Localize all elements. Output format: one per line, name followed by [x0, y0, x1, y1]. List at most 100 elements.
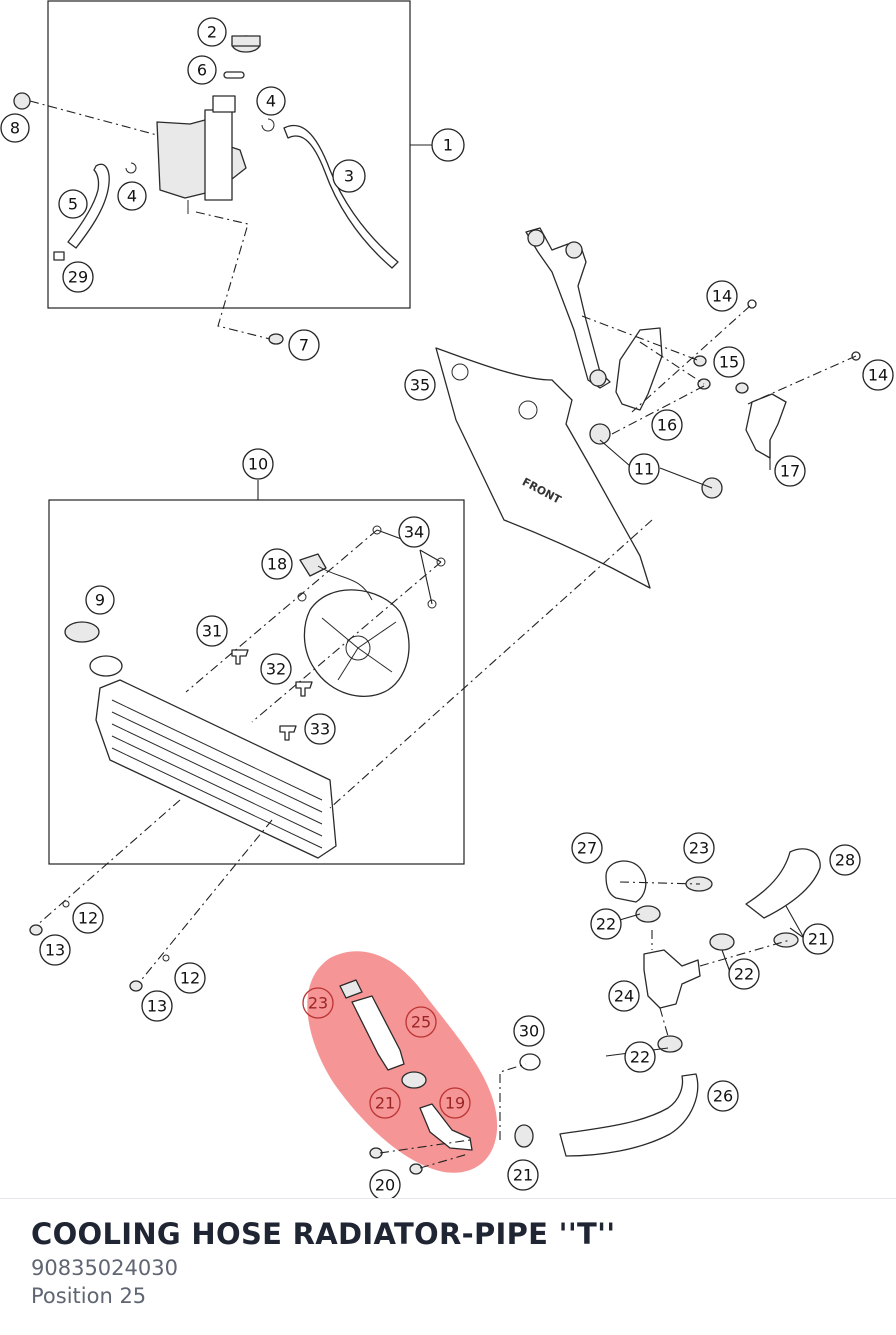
hose-28[interactable]: [745, 848, 821, 919]
callout-14-upper[interactable]: 14: [706, 280, 738, 312]
svg-text:6: 6: [197, 61, 207, 80]
washer-34a[interactable]: [372, 525, 382, 535]
callout-22-mid[interactable]: 22: [728, 958, 760, 990]
fan-screw-32[interactable]: [295, 681, 313, 697]
mounting-bracket-plate[interactable]: [615, 327, 663, 411]
callout-31[interactable]: 31: [196, 615, 228, 647]
bolt-13a[interactable]: [29, 924, 43, 936]
callout-16[interactable]: 16: [651, 409, 683, 441]
callout-30[interactable]: 30: [513, 1015, 545, 1047]
washer-12a[interactable]: [62, 900, 70, 908]
callout-21-upper[interactable]: 21: [802, 923, 834, 955]
expansion-tank[interactable]: [156, 95, 247, 214]
callout-12-lower[interactable]: 12: [174, 962, 206, 994]
callout-13-upper[interactable]: 13: [39, 934, 71, 966]
callout-33[interactable]: 33: [304, 713, 336, 745]
tank-seal[interactable]: [223, 71, 245, 79]
fan-connector[interactable]: [299, 553, 327, 577]
clamp-21-lower[interactable]: [514, 1124, 534, 1148]
t-pipe-24[interactable]: [643, 949, 701, 1009]
radiator-filler-neck[interactable]: [89, 655, 123, 677]
clamp-23-lower[interactable]: [339, 979, 363, 999]
svg-text:27: 27: [577, 839, 597, 858]
cooling-hose-25[interactable]: [351, 995, 405, 1071]
callout-25-highlight[interactable]: 25: [405, 1006, 437, 1038]
callout-20[interactable]: 20: [369, 1169, 401, 1198]
callout-24[interactable]: 24: [608, 980, 640, 1012]
callout-11[interactable]: 11: [628, 453, 660, 485]
callout-9[interactable]: 9: [85, 585, 115, 615]
tank-grommet[interactable]: [13, 92, 31, 110]
clamp-21-highlight[interactable]: [401, 1071, 427, 1089]
callout-28[interactable]: 28: [829, 844, 861, 876]
callout-12-upper[interactable]: 12: [72, 902, 104, 934]
nut-upper[interactable]: [693, 355, 707, 367]
callout-17[interactable]: 17: [774, 455, 806, 487]
tank-hose-short[interactable]: [67, 163, 110, 249]
tank-screw[interactable]: [268, 333, 284, 345]
callout-2[interactable]: 2: [197, 17, 227, 47]
washer-34c[interactable]: [427, 599, 437, 609]
svg-text:30: 30: [519, 1022, 539, 1041]
callout-22-lower[interactable]: 22: [624, 1041, 656, 1073]
clamp-22-left[interactable]: [635, 905, 661, 923]
tank-clamp-upper[interactable]: [261, 118, 275, 132]
pipe-19[interactable]: [419, 1103, 473, 1151]
hose-elbow-27[interactable]: [605, 860, 647, 903]
callout-21-highlight[interactable]: 21: [369, 1087, 401, 1119]
washer-34b[interactable]: [436, 557, 446, 567]
tank-clip[interactable]: [53, 251, 65, 261]
callout-4-upper[interactable]: 4: [256, 86, 286, 116]
heat-shield[interactable]: [435, 347, 651, 589]
callout-29[interactable]: 29: [62, 261, 94, 293]
radiator-fan[interactable]: [303, 589, 410, 697]
callout-6[interactable]: 6: [187, 55, 217, 85]
callout-4-lower[interactable]: 4: [117, 181, 147, 211]
tank-clamp-lower[interactable]: [125, 162, 137, 174]
fan-screw-31[interactable]: [231, 649, 249, 665]
svg-text:8: 8: [10, 119, 20, 138]
svg-text:4: 4: [127, 187, 137, 206]
mounting-bracket-upper[interactable]: [525, 227, 611, 389]
callout-22-left[interactable]: 22: [590, 908, 622, 940]
callout-1[interactable]: 1: [431, 128, 465, 162]
rubber-mount-left[interactable]: [589, 423, 611, 445]
tank-cap[interactable]: [231, 35, 261, 53]
o-ring-30[interactable]: [519, 1053, 541, 1071]
hose-26[interactable]: [559, 1073, 699, 1157]
svg-text:11: 11: [634, 460, 654, 479]
radiator-cap[interactable]: [64, 621, 100, 643]
callout-14-right[interactable]: 14: [862, 359, 894, 391]
callout-10[interactable]: 10: [242, 448, 274, 480]
callout-34[interactable]: 34: [398, 516, 430, 548]
clamp-22-mid[interactable]: [709, 933, 735, 951]
tank-hose-overflow[interactable]: [283, 124, 399, 269]
callout-3[interactable]: 3: [332, 159, 366, 193]
radiator-core[interactable]: [95, 679, 337, 859]
washer-12b[interactable]: [162, 954, 170, 962]
svg-text:26: 26: [713, 1087, 733, 1106]
callout-5[interactable]: 5: [58, 189, 88, 219]
callout-7[interactable]: 7: [288, 329, 320, 361]
nut-right[interactable]: [735, 382, 749, 394]
clamp-21-upper[interactable]: [773, 932, 799, 948]
hose-axis-lines: [379, 881, 791, 1169]
callout-13-lower[interactable]: 13: [141, 990, 173, 1022]
callout-23-highlight[interactable]: 23: [302, 987, 334, 1019]
callout-8[interactable]: 8: [0, 113, 30, 143]
callout-19-highlight[interactable]: 19: [439, 1087, 471, 1119]
callout-26[interactable]: 26: [707, 1080, 739, 1112]
clamp-22-lower[interactable]: [657, 1035, 683, 1053]
fan-screw-33[interactable]: [279, 725, 297, 741]
callout-18[interactable]: 18: [261, 548, 293, 580]
callout-32[interactable]: 32: [260, 653, 292, 685]
mounting-bracket-right[interactable]: [745, 393, 787, 459]
svg-text:5: 5: [68, 195, 78, 214]
bolt-13b[interactable]: [129, 980, 143, 992]
callout-23-upper[interactable]: 23: [683, 832, 715, 864]
callout-21-lower[interactable]: 21: [507, 1159, 539, 1191]
callout-27[interactable]: 27: [571, 832, 603, 864]
callout-15[interactable]: 15: [713, 346, 745, 378]
screw-20b[interactable]: [409, 1163, 423, 1175]
callout-35[interactable]: 35: [404, 369, 436, 401]
